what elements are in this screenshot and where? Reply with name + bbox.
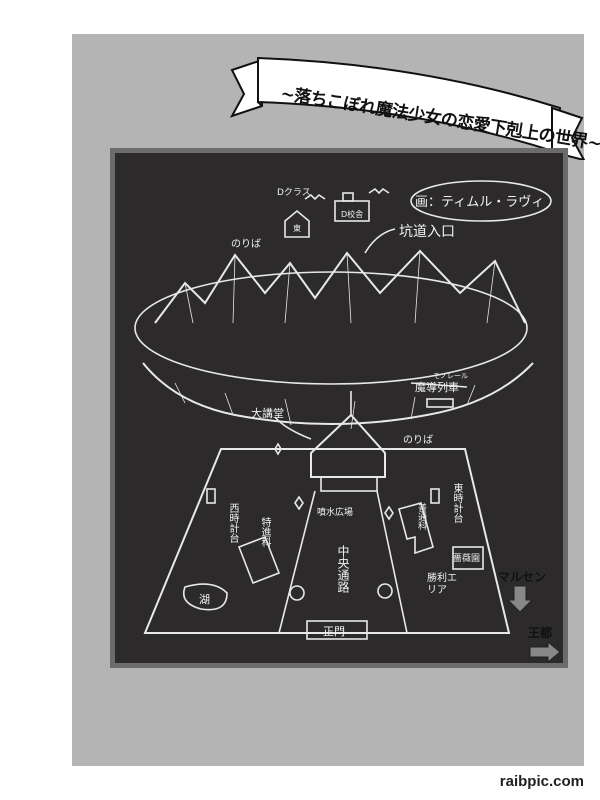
- east-label: 東: [293, 224, 301, 233]
- west-clock-label: 西時計台: [227, 503, 238, 543]
- east-building: [284, 209, 310, 238]
- map-drawing: [134, 180, 552, 640]
- capital-label: 王都: [528, 626, 553, 640]
- tree-icon: [377, 583, 393, 599]
- credit-bubble: [410, 180, 552, 222]
- central-road-label: 中央通路: [336, 545, 350, 593]
- regular-course-label: 普通科: [416, 503, 426, 530]
- arrow-right-icon: [529, 642, 561, 662]
- campus-grounds: [143, 448, 511, 634]
- d-class-label: Dクラス: [277, 188, 311, 198]
- central-road: [278, 490, 408, 634]
- mountains: [154, 249, 526, 324]
- title-scroll-banner: [229, 56, 586, 160]
- d-building-label: D校舎: [341, 210, 364, 219]
- monorail-ruby: モノレール: [433, 372, 468, 380]
- watermark: raibpic.com: [499, 773, 584, 790]
- floating-rock: [142, 362, 534, 425]
- bat-icon: [304, 193, 326, 201]
- noriba-top-label: のりば: [231, 239, 261, 250]
- great-hall: [310, 413, 386, 478]
- arrow-down-icon: [508, 585, 532, 613]
- special-course-label: 特進科: [259, 517, 270, 547]
- tree-icon: [289, 585, 305, 601]
- monorail-label: 魔導列車: [415, 381, 459, 394]
- blackboard-map: 画：ティムル・ラヴィ Dクラス D校舎 東 のりば 坑道入口 モノレール 魔導列…: [110, 148, 568, 668]
- lake-label: 湖: [199, 593, 210, 606]
- east-clock-tower-icon: [430, 488, 440, 504]
- rose-garden-label: 薔薇園: [453, 554, 481, 564]
- island-ring: [134, 271, 528, 385]
- illustrator-credit: 画：ティムル・ラヴィ: [415, 195, 545, 210]
- bat-icon: [368, 187, 390, 195]
- marsen-label: マルセン: [498, 570, 547, 584]
- lake: [182, 583, 228, 611]
- tunnel-entrance-label: 坑道入口: [399, 224, 455, 240]
- east-clock-label: 東時計台: [451, 483, 462, 523]
- noriba-bottom-label: のりば: [403, 435, 433, 446]
- fountain-plaza-label: 噴水広場: [317, 508, 354, 518]
- main-gate-label: 正門: [323, 625, 345, 638]
- rose-garden: [452, 546, 484, 570]
- victory-area-label: 勝利エリア: [427, 573, 457, 596]
- monorail-track: [410, 382, 468, 388]
- west-clock-tower-icon: [206, 488, 216, 504]
- great-hall-label: 大講堂: [251, 407, 284, 420]
- main-gate: [306, 620, 368, 640]
- special-course-building: [237, 535, 281, 585]
- regular-course-building: [398, 502, 434, 555]
